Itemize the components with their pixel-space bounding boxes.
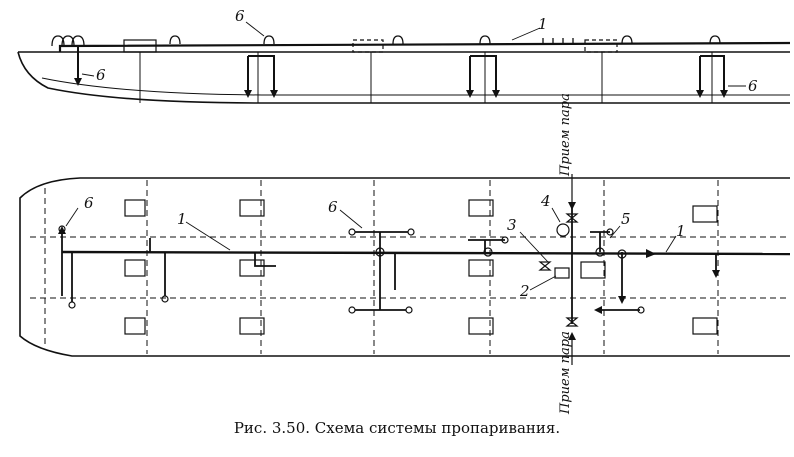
side-risers <box>51 35 721 47</box>
label-shutoff-valve: 3 <box>507 216 517 234</box>
plan-arrowheads <box>58 202 720 340</box>
label-steam-outlet-top: 6 <box>235 7 245 25</box>
label-steam-pipe-plan-left: 1 <box>177 210 187 228</box>
plan-steam-pipe <box>61 250 791 256</box>
plan-longitudinal-lines <box>30 236 790 299</box>
label-branch-valve: 5 <box>621 210 631 228</box>
side-deck-boxes <box>123 39 618 53</box>
label-reducing-valve: 2 <box>519 282 530 300</box>
side-frames <box>139 52 713 103</box>
plan-frames <box>146 180 719 354</box>
label-steam-intake-top: Прием пара <box>558 93 573 177</box>
label-steam-pipe-top: 1 <box>538 15 548 33</box>
label-steam-outlet-plan-left: 6 <box>84 194 94 212</box>
side-hull-inner-line <box>41 77 790 96</box>
plan-branches <box>61 206 717 324</box>
plan-fittings <box>58 213 645 327</box>
side-view <box>17 21 791 104</box>
side-arrowheads <box>74 78 728 98</box>
label-steam-pipe-plan-right: 1 <box>676 222 686 240</box>
side-leaders <box>81 21 746 87</box>
side-steam-pipe <box>58 41 791 52</box>
label-steam-outlet-left: 6 <box>96 66 106 84</box>
plan-hatches <box>124 199 718 335</box>
plan-leaders <box>65 207 677 291</box>
label-steam-outlet-plan-mid: 6 <box>328 198 338 216</box>
side-view-labels: 6 1 6 6 <box>96 7 758 95</box>
label-manometer: 4 <box>540 192 551 210</box>
plan-hull-outline <box>19 177 790 357</box>
figure-caption: Рис. 3.50. Схема системы пропаривания. <box>233 419 561 437</box>
plan-view <box>19 174 791 365</box>
side-downcomers <box>77 46 725 92</box>
label-steam-outlet-right: 6 <box>748 77 758 95</box>
label-steam-intake-bottom: Прием пара <box>558 331 573 415</box>
plan-view-labels: 6 1 6 3 4 2 5 1 Прием пара Прием пара <box>84 93 686 415</box>
